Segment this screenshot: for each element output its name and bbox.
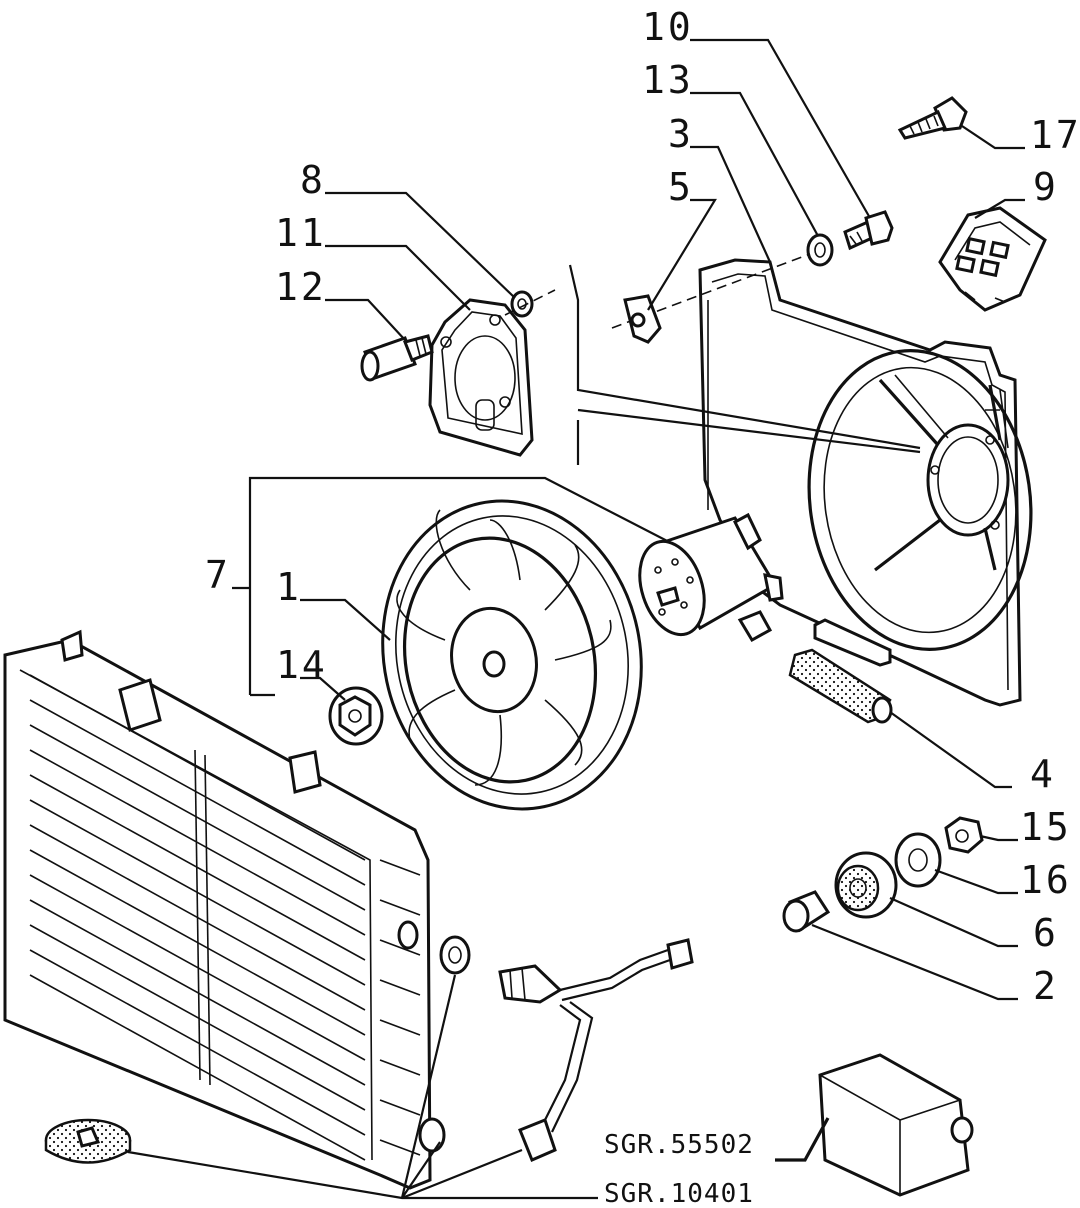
label-part-3: 3	[668, 112, 694, 156]
label-part-17: 17	[1030, 113, 1080, 157]
connector-block	[938, 206, 1047, 312]
radiator	[3, 629, 446, 1190]
foam-pad	[788, 648, 893, 724]
nut-14	[328, 686, 384, 746]
label-part-1: 1	[276, 565, 302, 609]
radiator-fins	[29, 674, 366, 1161]
label-part-13: 13	[642, 58, 694, 102]
control-unit	[818, 1053, 974, 1197]
label-part-14: 14	[276, 643, 328, 687]
label-ref-sgr-55502: SGR.55502	[604, 1130, 754, 1160]
label-part-7: 7	[205, 553, 231, 597]
label-part-10: 10	[642, 5, 694, 49]
label-ref-sgr-10401: SGR.10401	[604, 1179, 754, 1208]
bolt	[843, 210, 894, 251]
foam-plug	[44, 1118, 132, 1164]
label-part-8: 8	[300, 158, 326, 202]
washer-13	[806, 233, 834, 267]
bush	[782, 890, 831, 933]
fan-motor	[638, 512, 784, 643]
part-labels: 10 13 3 17 8 5 9 11 12 7 1 14 4 15 16 6 …	[205, 5, 1080, 1208]
label-part-4: 4	[1030, 752, 1056, 796]
label-part-5: 5	[668, 165, 694, 209]
leader-lines	[127, 38, 1025, 1200]
washer-16	[894, 832, 942, 888]
label-part-16: 16	[1020, 858, 1072, 902]
label-part-9: 9	[1033, 165, 1059, 209]
label-part-2: 2	[1033, 964, 1059, 1008]
label-part-11: 11	[275, 211, 327, 255]
cover-plate	[428, 298, 534, 457]
label-part-6: 6	[1033, 911, 1059, 955]
washer-8	[510, 290, 534, 318]
thermal-switch-harness	[439, 935, 694, 1162]
label-part-15: 15	[1020, 805, 1072, 849]
self-tapping-screw	[897, 96, 968, 140]
spacer-stud	[360, 334, 434, 382]
label-part-12: 12	[275, 265, 327, 309]
rubber-grommet	[834, 851, 898, 919]
clip-nut	[623, 294, 662, 344]
fan-impeller	[381, 499, 643, 811]
nut-15	[944, 816, 984, 854]
